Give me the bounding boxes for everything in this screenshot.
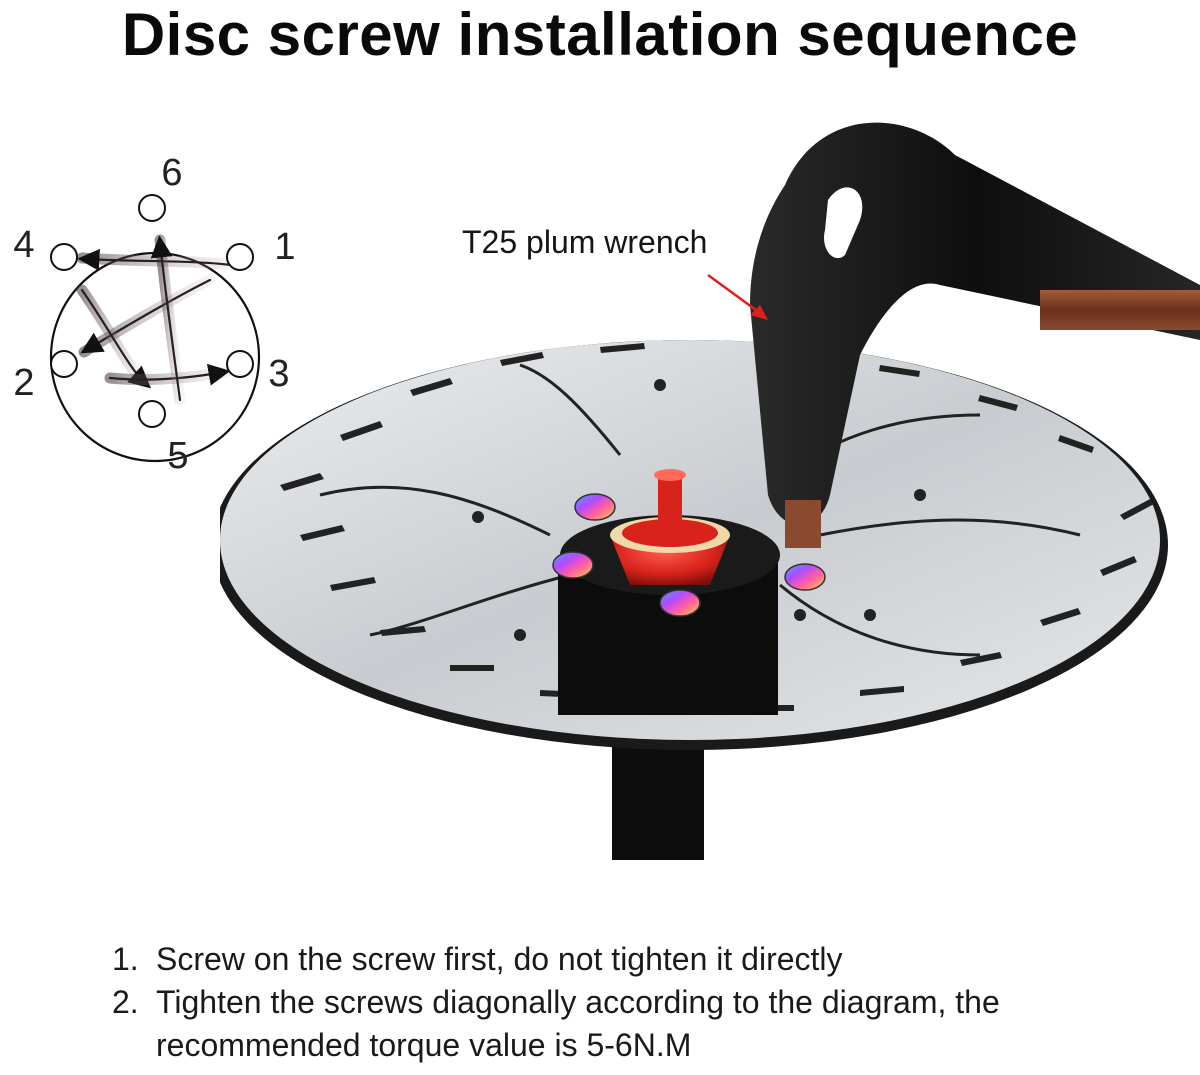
wrench-grip-hole xyxy=(824,187,863,259)
step-text: Tighten the screws diagonally according … xyxy=(156,984,1000,1063)
bolt-position-2: 2 xyxy=(13,350,78,404)
svg-text:6: 6 xyxy=(161,152,182,194)
wrench-bit xyxy=(785,500,821,548)
step-text: Screw on the screw first, do not tighten… xyxy=(156,941,843,977)
step-number: 1. xyxy=(112,941,139,977)
svg-text:1: 1 xyxy=(274,226,295,268)
svg-text:5: 5 xyxy=(167,435,188,477)
t25-wrench xyxy=(750,122,1200,548)
sequence-arrows xyxy=(76,234,244,406)
wheel-hub xyxy=(558,469,780,715)
list-item: 2. Tighten the screws diagonally accordi… xyxy=(112,981,1116,1067)
page-title: Disc screw installation sequence xyxy=(121,1,1079,68)
svg-text:3: 3 xyxy=(268,353,289,395)
svg-text:2: 2 xyxy=(13,362,34,404)
brake-rotor xyxy=(220,340,1168,750)
wrench-shaft xyxy=(1040,290,1200,330)
tightening-sequence-diagram: 6 1 4 3 2 5 xyxy=(13,152,296,477)
step-number: 2. xyxy=(112,984,139,1020)
instruction-list: 1. Screw on the screw first, do not tigh… xyxy=(112,938,1116,1067)
bolt-position-3: 3 xyxy=(226,350,290,395)
svg-text:4: 4 xyxy=(13,224,34,266)
bolt-position-6: 6 xyxy=(138,152,183,222)
rotor-and-wrench-illustration xyxy=(220,122,1200,860)
callout-arrow xyxy=(707,273,768,320)
wrench-callout-label: T25 plum wrench xyxy=(462,224,708,260)
wrench-handle xyxy=(750,122,1200,526)
list-item: 1. Screw on the screw first, do not tigh… xyxy=(112,938,1116,981)
bolt-position-4: 4 xyxy=(13,224,78,271)
rotor-screws xyxy=(552,493,826,617)
bolt-position-5: 5 xyxy=(138,400,189,477)
bolt-position-1: 1 xyxy=(226,226,296,271)
